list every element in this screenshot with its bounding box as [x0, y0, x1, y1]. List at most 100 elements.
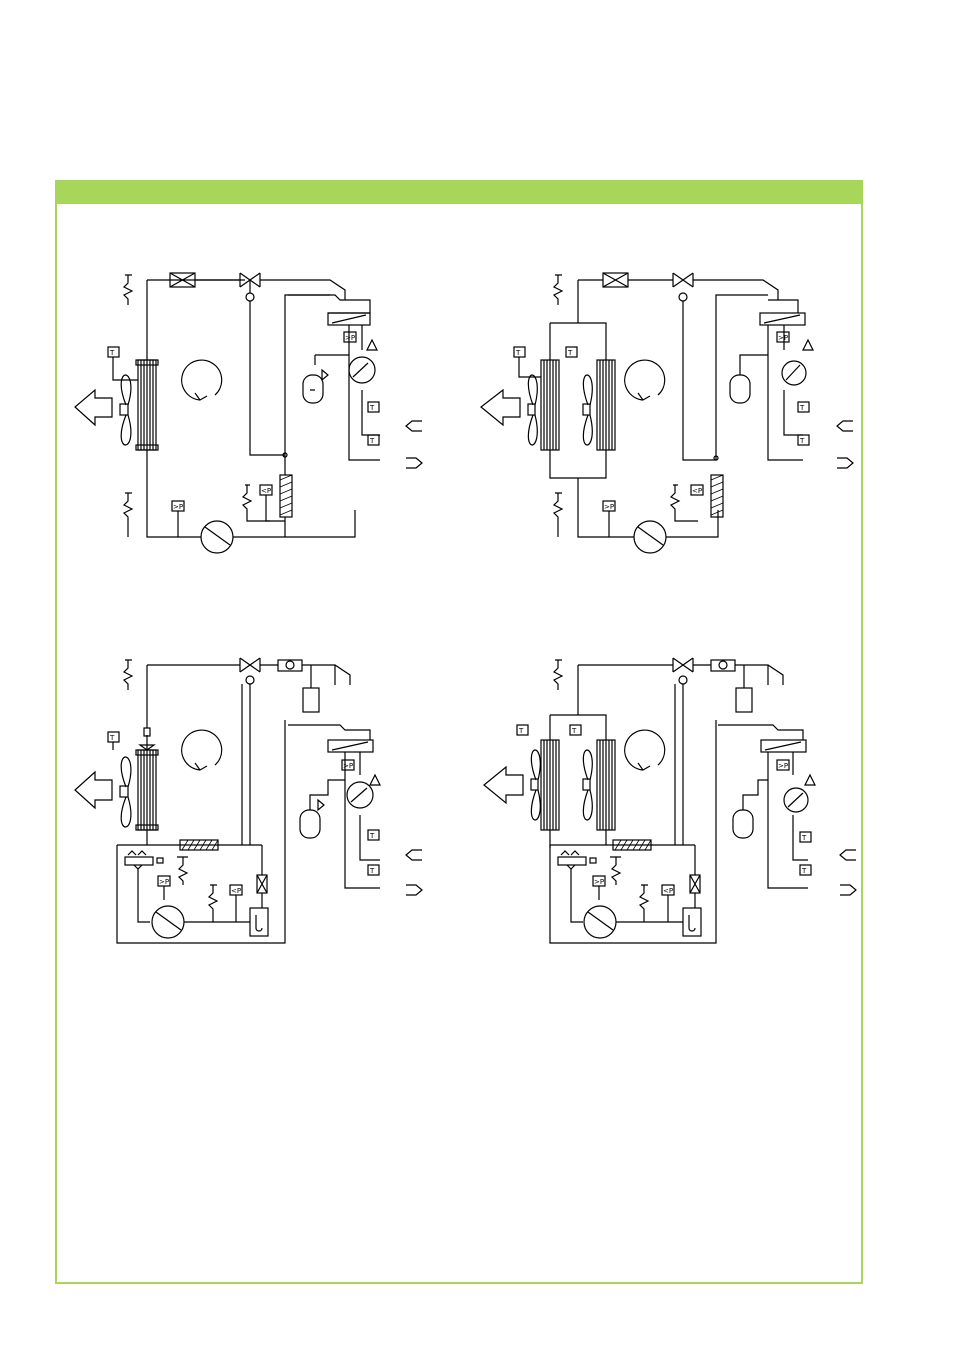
pressure-switch-icon [776, 759, 790, 771]
distributor-icon [143, 727, 151, 737]
exhaust-air-arrow-icon [74, 770, 113, 810]
svg-text:T: T [518, 727, 524, 735]
water-outlet-arrow-icon [406, 457, 423, 469]
svg-text:T: T [571, 727, 577, 735]
temp-sensor-icon [367, 829, 380, 841]
temp-sensor-icon [367, 864, 380, 876]
temp-sensor-icon [799, 831, 812, 843]
service-valve-icon [552, 492, 564, 537]
svg-text:>P: >P [778, 762, 788, 770]
expansion-valve-icon [239, 657, 261, 673]
svg-text:T: T [801, 867, 807, 875]
four-way-valve-icon [124, 856, 154, 866]
fan-icon [582, 749, 593, 821]
sight-glass-icon [277, 659, 303, 672]
compressor-icon [583, 905, 617, 939]
flow-direction-arrow-icon [624, 729, 666, 771]
expansion-tank-icon [729, 374, 751, 404]
water-inlet-arrow-icon [405, 849, 422, 861]
fan-motor-icon [527, 403, 536, 416]
svg-text:T: T [799, 404, 805, 412]
compressor-icon [200, 520, 234, 554]
expansion-tank-icon [299, 809, 321, 839]
svg-text:T: T [799, 437, 805, 445]
service-valve-icon [552, 274, 564, 305]
expansion-tank-icon [302, 374, 324, 404]
temp-sensor-icon [797, 434, 810, 446]
fan-motor-icon [582, 403, 591, 416]
svg-text:<P: <P [231, 887, 241, 895]
water-outlet-arrow-icon [406, 884, 423, 896]
air-vent-icon [369, 773, 381, 786]
header-bar [57, 182, 861, 204]
expansion-valve-icon [672, 657, 694, 673]
svg-text:>P: >P [159, 878, 169, 886]
exhaust-air-arrow-icon [480, 388, 521, 427]
svg-text:<P: <P [692, 487, 702, 495]
refrigeration-schematic-d: >P T T T T >P <P [483, 657, 857, 944]
valve-bulb-icon [678, 675, 688, 685]
water-outlet-arrow-icon [837, 457, 854, 469]
compressor-icon [151, 905, 185, 939]
svg-text:T: T [369, 404, 375, 412]
pump-icon [781, 360, 807, 386]
temp-sensor-icon [516, 724, 529, 736]
refrigeration-schematic-b: >P T T T T >P <P [480, 272, 854, 554]
pressure-switch-icon [776, 331, 790, 343]
pump-icon [348, 356, 376, 384]
svg-text:T: T [109, 349, 115, 357]
receiver-icon [735, 687, 753, 713]
evaporator-icon [327, 739, 374, 753]
flow-direction-arrow-icon [181, 729, 223, 771]
water-inlet-arrow-icon [839, 849, 856, 861]
svg-text:<P: <P [663, 887, 673, 895]
pressure-switch-icon [341, 759, 355, 771]
temp-sensor-icon [569, 724, 582, 736]
svg-text:T: T [801, 834, 807, 842]
valve-bulb-icon [245, 292, 255, 302]
air-vent-icon [802, 338, 814, 351]
svg-text:<P: <P [261, 487, 271, 495]
svg-text:>P: >P [343, 762, 353, 770]
fan-icon [530, 749, 541, 821]
svg-text:T: T [369, 437, 375, 445]
pressure-switch-icon [343, 331, 357, 343]
air-vent-icon [804, 773, 816, 786]
svg-text:T: T [369, 867, 375, 875]
accumulator-icon [249, 907, 269, 937]
exhaust-air-arrow-icon [483, 765, 524, 805]
expansion-valve-icon [672, 272, 694, 288]
compressor-icon [633, 520, 667, 554]
service-valve-icon [241, 484, 270, 522]
expansion-tank-icon [732, 809, 754, 839]
pump-icon [346, 781, 374, 809]
temp-sensor-icon [367, 401, 380, 413]
fan-motor-icon [582, 778, 591, 791]
circuit-line [146, 279, 356, 538]
svg-text:>P: >P [604, 503, 614, 511]
water-inlet-arrow-icon [405, 420, 422, 432]
exhaust-air-arrow-icon [74, 388, 113, 427]
refrigeration-schematic-a: >P T T T >P <P [74, 272, 423, 554]
flow-direction-arrow-icon [624, 359, 666, 401]
fan-icon [120, 374, 132, 446]
evaporator-icon [759, 312, 806, 326]
fan-icon [527, 374, 538, 446]
svg-text:T: T [369, 832, 375, 840]
relief-valve-icon [317, 798, 325, 812]
svg-text:T: T [567, 349, 573, 357]
valve-bulb-icon [678, 292, 688, 302]
temp-sensor-icon [565, 346, 578, 358]
heat-exchanger-hatch-icon [612, 839, 652, 851]
temp-sensor-icon [367, 434, 380, 446]
fan-motor-icon [530, 778, 539, 791]
pressure-label: >P [345, 334, 355, 342]
svg-text:>P: >P [173, 503, 183, 511]
svg-text:>P: >P [778, 334, 788, 342]
fan-motor-icon [119, 403, 129, 416]
accumulator-icon [682, 907, 702, 937]
svg-text:T: T [109, 734, 115, 742]
evaporator-icon [760, 739, 807, 753]
refrigeration-schematic-c: >P T T T >P <P [74, 657, 423, 944]
temp-sensor-icon [797, 401, 810, 413]
